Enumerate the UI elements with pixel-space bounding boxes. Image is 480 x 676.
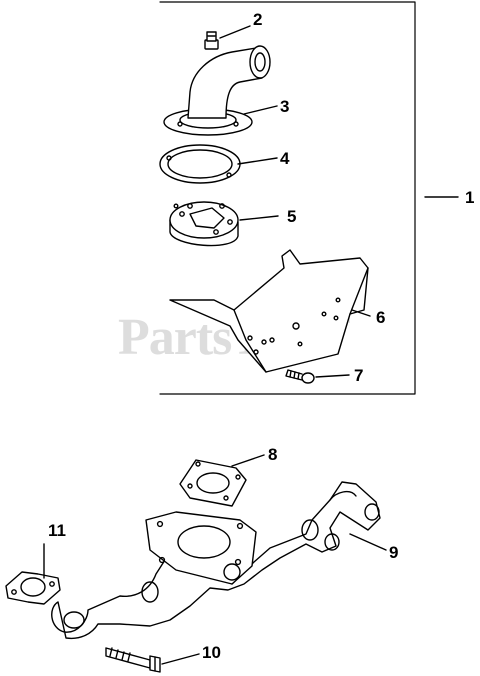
gasket-part-4 <box>159 144 241 184</box>
elbow-part-3 <box>163 45 271 136</box>
leader-10 <box>161 653 200 665</box>
kit-bracket-frame <box>159 1 416 395</box>
gasket-part-11 <box>5 571 61 605</box>
callout-5: 5 <box>287 207 297 226</box>
leader-9 <box>349 533 387 551</box>
callout-9: 9 <box>389 543 399 562</box>
leader-4 <box>237 157 278 165</box>
leader-6 <box>351 309 371 317</box>
callout-4: 4 <box>280 149 290 168</box>
callout-10: 10 <box>202 643 221 662</box>
leader-5 <box>239 215 279 221</box>
shield-part-6 <box>169 249 369 373</box>
long-bolt-part-10 <box>105 647 161 673</box>
callout-7: 7 <box>354 366 364 385</box>
adapter-part-5 <box>169 201 239 247</box>
leader-7 <box>315 374 350 378</box>
bolt-part-7 <box>285 369 315 384</box>
callout-8: 8 <box>268 445 278 464</box>
callout-6: 6 <box>376 308 386 327</box>
gasket-part-8 <box>179 459 247 507</box>
leader-2 <box>219 25 251 39</box>
screw-part-2 <box>204 31 219 50</box>
callout-1: 1 <box>465 188 475 207</box>
leader-8 <box>231 454 265 467</box>
callout-3: 3 <box>280 97 290 116</box>
manifold-part-9 <box>51 481 381 640</box>
callout-2: 2 <box>253 10 263 29</box>
callout-11: 11 <box>48 521 66 540</box>
leader-3 <box>243 105 278 115</box>
